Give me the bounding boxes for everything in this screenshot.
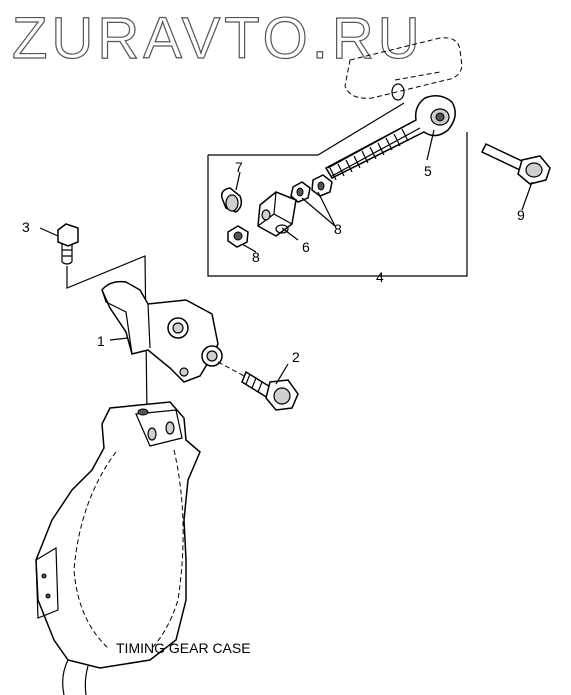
sleeve-7 <box>220 187 243 213</box>
bolt-3 <box>57 223 79 265</box>
nuts-8-pair <box>290 174 333 203</box>
bolt-2 <box>217 361 299 411</box>
leader-lines <box>39 129 533 385</box>
callout-6: 6 <box>302 239 310 255</box>
assembly-box-4 <box>207 102 468 277</box>
tension-rod <box>324 95 456 181</box>
upper-mount-phantom <box>344 37 463 101</box>
callout-4: 4 <box>376 269 384 285</box>
callout-2: 2 <box>292 349 300 365</box>
callout-5: 5 <box>424 163 432 179</box>
watermark-logo: ZURAVTO.RU <box>12 6 424 71</box>
callout-8-pair: 8 <box>334 221 342 237</box>
clevis-block-6 <box>257 191 297 237</box>
timing-gear-case <box>35 401 201 695</box>
callout-8-single: 8 <box>252 249 260 265</box>
callout-3: 3 <box>22 219 30 235</box>
callout-7: 7 <box>235 159 243 175</box>
nut-8-single <box>227 225 249 248</box>
callout-1: 1 <box>97 333 105 349</box>
bolt-9 <box>480 143 551 185</box>
bracket-1 <box>101 280 223 383</box>
timing-gear-case-caption: TIMING GEAR CASE <box>116 640 251 656</box>
callout-9: 9 <box>517 207 525 223</box>
threaded-section <box>327 119 421 181</box>
